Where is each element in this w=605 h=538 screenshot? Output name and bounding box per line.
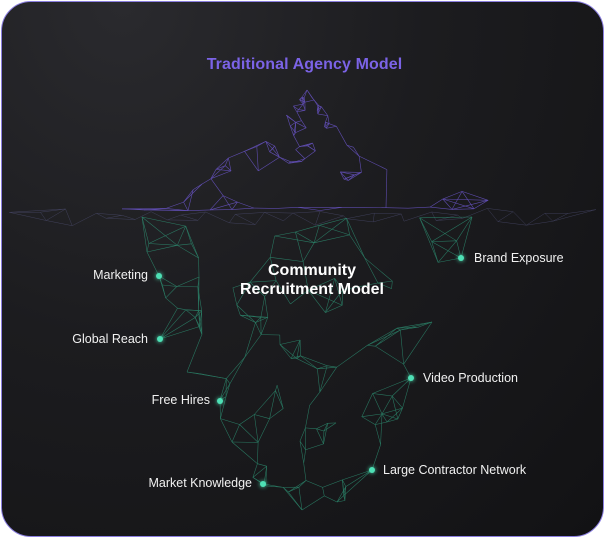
marker-dot-market-knowledge — [260, 481, 266, 487]
label-marketing: Marketing — [93, 268, 148, 282]
marker-dot-video-production — [408, 375, 414, 381]
marker-dot-large-contractor-network — [369, 467, 375, 473]
label-global-reach: Global Reach — [72, 332, 148, 346]
iceberg-tip-mesh — [121, 89, 489, 211]
center-title: Community Recruitment Model — [212, 261, 412, 299]
marker-dot-global-reach — [157, 336, 163, 342]
label-video-production: Video Production — [423, 371, 518, 385]
label-brand-exposure: Brand Exposure — [474, 251, 564, 265]
label-market-knowledge: Market Knowledge — [148, 476, 252, 490]
marker-dot-marketing — [156, 273, 162, 279]
waterline-mesh — [9, 208, 597, 226]
marker-dot-brand-exposure — [458, 255, 464, 261]
top-title: Traditional Agency Model — [206, 56, 403, 73]
label-free-hires: Free Hires — [151, 393, 210, 407]
center-title-line2: Recruitment Model — [239, 281, 384, 298]
label-large-contractor-network: Large Contractor Network — [383, 463, 527, 477]
center-title-line1: Community — [268, 262, 356, 279]
marker-dot-free-hires — [217, 398, 223, 404]
